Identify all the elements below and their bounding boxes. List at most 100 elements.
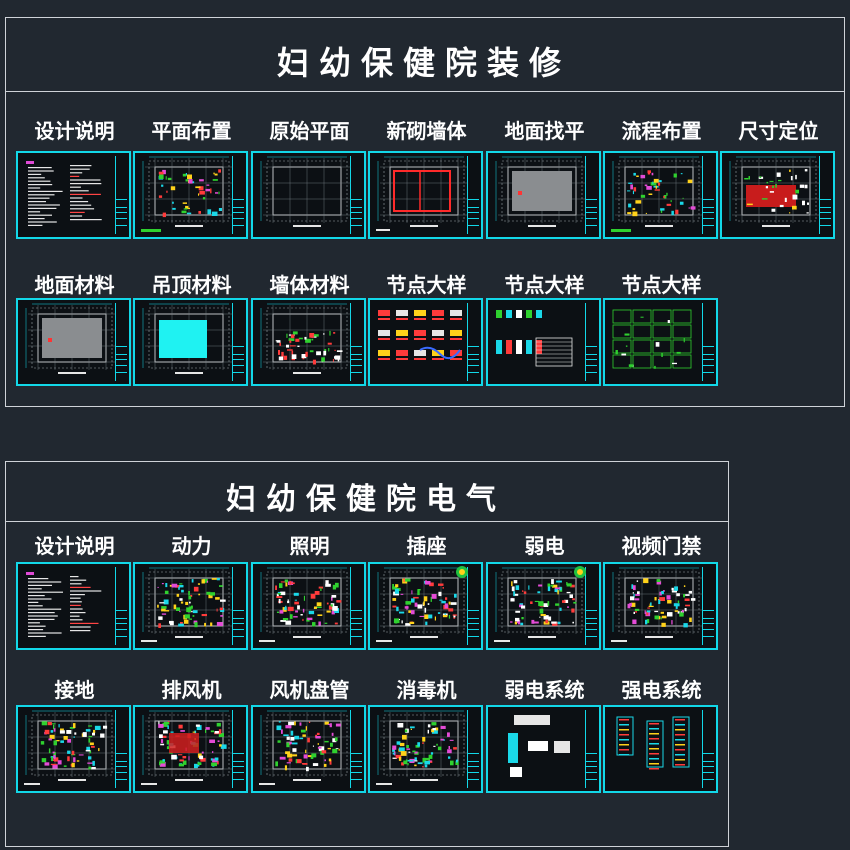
sheet-drawing bbox=[259, 710, 351, 785]
title-block bbox=[467, 303, 479, 381]
sheet-drawing bbox=[378, 310, 462, 360]
drawing-sheet-thumbnail[interactable] bbox=[603, 705, 718, 793]
title-block bbox=[350, 303, 362, 381]
sheet-label: 地面材料 bbox=[34, 273, 115, 297]
sheet-drawing bbox=[141, 156, 233, 232]
title-block bbox=[702, 303, 714, 381]
sheet-label: 新砌墙体 bbox=[386, 119, 467, 143]
sheet-drawing bbox=[376, 710, 468, 785]
title-block bbox=[350, 710, 362, 788]
drawing-sheet-thumbnail[interactable] bbox=[486, 151, 601, 239]
drawing-sheet-thumbnail[interactable] bbox=[133, 151, 248, 239]
title-block bbox=[232, 156, 244, 234]
sheet-label: 接地 bbox=[54, 678, 95, 702]
drawing-sheet-thumbnail[interactable] bbox=[251, 151, 366, 239]
title-block bbox=[350, 567, 362, 645]
title-block bbox=[585, 710, 597, 788]
drawing-sheet-thumbnail[interactable] bbox=[603, 151, 718, 239]
drawing-sheet-thumbnail[interactable] bbox=[368, 151, 483, 239]
title-block bbox=[819, 156, 831, 234]
drawing-sheet-thumbnail[interactable] bbox=[486, 298, 601, 386]
title-block bbox=[115, 710, 127, 788]
sheet-drawing bbox=[26, 572, 102, 637]
sheet-label: 视频门禁 bbox=[621, 534, 702, 558]
sheet-label: 弱电 bbox=[524, 534, 565, 558]
title-block bbox=[115, 303, 127, 381]
sheet-label: 设计说明 bbox=[34, 534, 115, 558]
sheet-drawing bbox=[508, 715, 570, 777]
sheet-label: 流程布置 bbox=[621, 119, 702, 143]
sheet-drawing bbox=[25, 303, 116, 374]
sheet-label: 节点大样 bbox=[504, 273, 585, 297]
drawing-sheet-thumbnail[interactable] bbox=[133, 562, 248, 650]
drawing-sheet-thumbnail[interactable] bbox=[16, 705, 131, 793]
drawing-sheet-thumbnail[interactable] bbox=[486, 705, 601, 793]
drawing-sheet-thumbnail[interactable] bbox=[251, 298, 366, 386]
drawing-sheet-thumbnail[interactable] bbox=[133, 298, 248, 386]
title-block bbox=[350, 156, 362, 234]
sheet-label: 设计说明 bbox=[34, 119, 115, 143]
drawing-sheet-thumbnail[interactable] bbox=[368, 562, 483, 650]
title-block bbox=[702, 710, 714, 788]
sheet-drawing bbox=[26, 161, 102, 226]
sheet-label: 平面布置 bbox=[151, 119, 232, 143]
drawing-sheet-thumbnail[interactable] bbox=[368, 298, 483, 386]
sheet-label: 节点大样 bbox=[386, 273, 467, 297]
sheet-label: 节点大样 bbox=[621, 273, 702, 297]
sheet-drawing bbox=[376, 566, 468, 642]
sheet-drawing bbox=[611, 156, 703, 232]
title-block bbox=[115, 567, 127, 645]
sheet-drawing bbox=[611, 567, 703, 642]
section-frame-decoration bbox=[5, 17, 845, 407]
sheet-drawing bbox=[141, 710, 233, 785]
title-block bbox=[467, 156, 479, 234]
drawing-sheet-thumbnail[interactable] bbox=[486, 562, 601, 650]
sheet-label: 动力 bbox=[171, 534, 212, 558]
drawing-sheet-thumbnail[interactable] bbox=[603, 562, 718, 650]
title-block bbox=[585, 156, 597, 234]
sheet-label: 吊顶材料 bbox=[151, 273, 232, 297]
drawing-sheet-thumbnail[interactable] bbox=[368, 705, 483, 793]
section-frame-electrical bbox=[5, 461, 729, 847]
sheet-label: 消毒机 bbox=[396, 678, 457, 702]
sheet-drawing bbox=[729, 156, 820, 227]
sheet-drawing bbox=[612, 309, 692, 369]
section-divider bbox=[6, 91, 844, 92]
drawing-sheet-thumbnail[interactable] bbox=[251, 562, 366, 650]
sheet-drawing bbox=[24, 710, 116, 785]
title-block bbox=[702, 156, 714, 234]
section-title-decoration: 妇幼保健院装修 bbox=[276, 44, 571, 82]
title-block bbox=[585, 567, 597, 645]
sheet-label: 尺寸定位 bbox=[738, 119, 819, 143]
sheet-drawing bbox=[260, 156, 351, 227]
drawing-sheet-thumbnail[interactable] bbox=[16, 298, 131, 386]
sheet-label: 排风机 bbox=[161, 678, 222, 702]
drawing-sheet-thumbnail[interactable] bbox=[16, 562, 131, 650]
sheet-drawing bbox=[259, 567, 351, 642]
sheet-drawing bbox=[494, 566, 586, 642]
section-divider bbox=[6, 521, 728, 522]
title-block bbox=[467, 710, 479, 788]
sheet-drawing bbox=[616, 716, 690, 770]
title-block bbox=[467, 567, 479, 645]
sheet-label: 弱电系统 bbox=[504, 678, 585, 702]
drawing-sheet-thumbnail[interactable] bbox=[251, 705, 366, 793]
title-block bbox=[702, 567, 714, 645]
drawing-sheet-thumbnail[interactable] bbox=[720, 151, 835, 239]
sheet-drawing bbox=[141, 567, 233, 642]
sheet-drawing bbox=[260, 303, 351, 374]
sheet-label: 墙体材料 bbox=[269, 273, 350, 297]
sheet-drawing bbox=[376, 156, 468, 231]
title-block bbox=[115, 156, 127, 234]
sheet-label: 强电系统 bbox=[621, 678, 702, 702]
sheet-label: 插座 bbox=[406, 534, 447, 558]
title-block bbox=[585, 303, 597, 381]
drawing-sheet-thumbnail[interactable] bbox=[16, 151, 131, 239]
drawing-sheet-thumbnail[interactable] bbox=[603, 298, 718, 386]
title-block bbox=[232, 710, 244, 788]
section-title-electrical: 妇幼保健院电气 bbox=[226, 482, 506, 517]
sheet-label: 地面找平 bbox=[504, 119, 585, 143]
title-block bbox=[232, 303, 244, 381]
sheet-drawing bbox=[142, 303, 233, 374]
drawing-sheet-thumbnail[interactable] bbox=[133, 705, 248, 793]
